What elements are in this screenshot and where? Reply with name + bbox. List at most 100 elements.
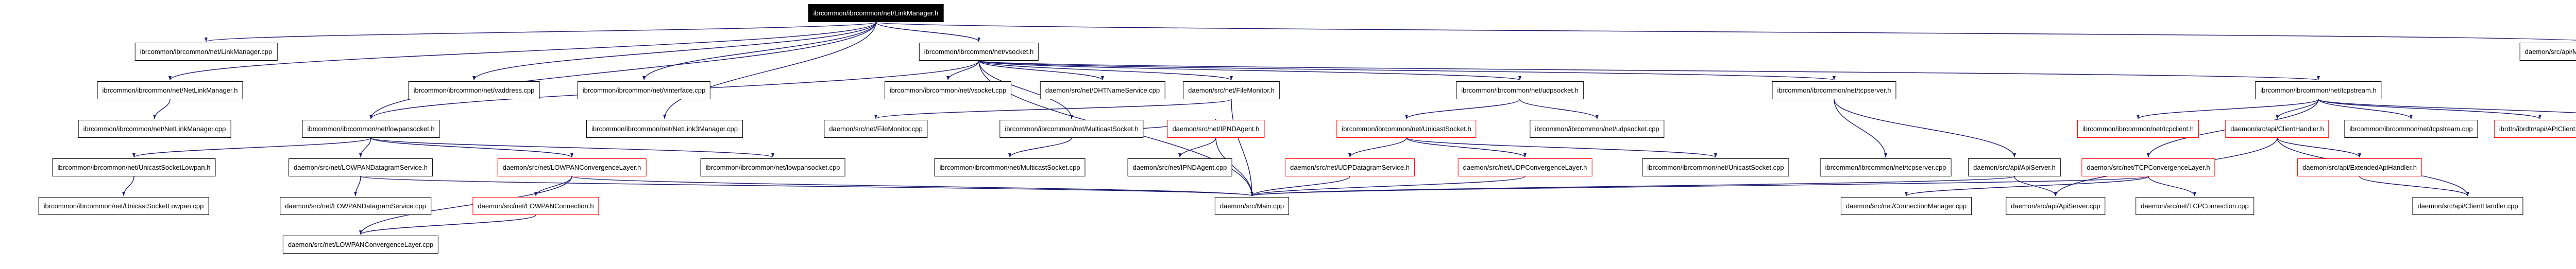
edge-tcpstr_h-to-tcpcli_h bbox=[2137, 99, 2319, 119]
edge-tcpconv_h-to-tcpconn_cpp bbox=[2148, 176, 2196, 196]
graph-node-ch_h[interactable]: daemon/src/api/ClientHandler.h bbox=[2225, 120, 2329, 138]
edge-tcpconv_h-to-connman_cpp bbox=[1905, 176, 2149, 196]
edge-udpds_h-to-main_cpp bbox=[1250, 176, 1350, 196]
edge-root-to-nlm_h bbox=[168, 22, 876, 81]
edge-lpcl_h-to-lpcl_cpp bbox=[359, 176, 572, 235]
edge-vsocket_h-to-tcpstr_h bbox=[978, 60, 2319, 81]
graph-node-ucsl_cpp[interactable]: ibrcommon/ibrcommon/net/UnicastSocketLow… bbox=[38, 197, 209, 215]
graph-node-nl3m_cpp[interactable]: ibrcommon/ibrcommon/net/NetLink3Manager.… bbox=[586, 120, 743, 138]
edge-lpcl_h-to-main_cpp bbox=[571, 176, 1253, 196]
graph-node-main_cpp[interactable]: daemon/src/Main.cpp bbox=[1214, 197, 1290, 215]
edge-vsocket_h-to-tcpsrv_h bbox=[978, 60, 1836, 81]
edge-lps_h-to-lpcl_h bbox=[370, 137, 573, 158]
graph-node-ipnd_h[interactable]: daemon/src/net/IPNDAgent.h bbox=[1167, 120, 1265, 138]
graph-node-vsocket_cpp[interactable]: ibrcommon/ibrcommon/net/vsocket.cpp bbox=[884, 81, 1012, 99]
graph-node-ucsl_h[interactable]: ibrcommon/ibrcommon/net/UnicastSocketLow… bbox=[52, 158, 216, 176]
edge-vsocket_h-to-udps_h bbox=[978, 60, 1521, 81]
edge-ucs_h-to-udpcl_h bbox=[1406, 137, 1527, 158]
graph-node-lm_cpp[interactable]: ibrcommon/ibrcommon/net/LinkManager.cpp bbox=[134, 43, 278, 61]
graph-node-vsocket_h[interactable]: ibrcommon/ibrcommon/net/vsocket.h bbox=[919, 43, 1039, 61]
graph-node-udpds_h[interactable]: daemon/src/net/UDPDatagramService.h bbox=[1285, 158, 1415, 176]
edge-fmon_h-to-fmon_cpp bbox=[874, 99, 1232, 119]
graph-node-tcpconv_h[interactable]: daemon/src/net/TCPConvergenceLayer.h bbox=[2081, 158, 2215, 176]
edge-ucs_h-to-udpds_h bbox=[1348, 137, 1407, 158]
graph-node-udps_cpp[interactable]: ibrcommon/ibrcommon/net/udpsocket.cpp bbox=[1530, 120, 1665, 138]
graph-node-tcpsrv_cpp[interactable]: ibrcommon/ibrcommon/net/tcpserver.cpp bbox=[1820, 158, 1952, 176]
graph-node-lpcl_h[interactable]: daemon/src/net/LOWPANConvergenceLayer.h bbox=[497, 158, 647, 176]
edge-root-to-vaddr_cpp bbox=[472, 22, 876, 81]
graph-node-tcpconn_cpp[interactable]: daemon/src/net/TCPConnection.cpp bbox=[2136, 197, 2254, 215]
graph-node-ipnd_cpp[interactable]: daemon/src/net/IPNDAgent.cpp bbox=[1127, 158, 1232, 176]
edge-mcs_h-to-mcs_cpp bbox=[1008, 137, 1072, 158]
graph-node-udps_h[interactable]: ibrcommon/ibrcommon/net/udpsocket.h bbox=[1456, 81, 1584, 99]
graph-node-ch_cpp[interactable]: daemon/src/api/ClientHandler.cpp bbox=[2412, 197, 2523, 215]
edge-vsocket_h-to-mcs_h bbox=[978, 60, 1073, 119]
graph-node-vaddr_cpp[interactable]: ibrcommon/ibrcommon/net/vaddress.cpp bbox=[408, 81, 540, 99]
graph-node-tcpsrv_h[interactable]: ibrcommon/ibrcommon/net/tcpserver.h bbox=[1772, 81, 1896, 99]
graph-node-vif_cpp[interactable]: ibrcommon/ibrcommon/net/vinterface.cpp bbox=[577, 81, 711, 99]
graph-node-ucs_cpp[interactable]: ibrcommon/ibrcommon/net/UnicastSocket.cp… bbox=[1642, 158, 1789, 176]
graph-node-lps_cpp[interactable]: ibrcommon/ibrcommon/net/lowpansocket.cpp bbox=[700, 158, 845, 176]
graph-node-lpds_h[interactable]: daemon/src/net/LOWPANDatagramService.h bbox=[289, 158, 433, 176]
graph-node-tcpcli_h[interactable]: ibrcommon/ibrcommon/net/tcpclient.h bbox=[2077, 120, 2199, 138]
edge-extapi_h-to-ch_cpp bbox=[2359, 176, 2469, 196]
edge-ucs_h-to-ucs_cpp bbox=[1406, 137, 1717, 158]
edge-vsocket_h-to-dht_cpp bbox=[978, 60, 1104, 81]
edge-udps_h-to-udps_cpp bbox=[1519, 99, 1599, 119]
graph-node-ucs_h[interactable]: ibrcommon/ibrcommon/net/UnicastSocket.h bbox=[1336, 120, 1477, 138]
edge-udps_h-to-ucs_h bbox=[1405, 99, 1520, 119]
graph-node-lpconn_h[interactable]: daemon/src/net/LOWPANConnection.h bbox=[472, 197, 599, 215]
edge-apisrv_h-to-main_cpp bbox=[1250, 176, 2015, 196]
graph-node-lpds_cpp[interactable]: daemon/src/net/LOWPANDatagramService.cpp bbox=[280, 197, 431, 215]
graph-node-mcs_h[interactable]: ibrcommon/ibrcommon/net/MulticastSocket.… bbox=[999, 120, 1144, 138]
edge-ipnd_h-to-main_cpp bbox=[1215, 137, 1253, 196]
graph-node-udpcl_h[interactable]: daemon/src/net/UDPConvergenceLayer.h bbox=[1458, 158, 1592, 176]
edge-ucsl_h-to-ucsl_cpp bbox=[122, 176, 134, 196]
graph-node-tcpstr_cpp[interactable]: ibrcommon/ibrcommon/net/tcpstream.cpp bbox=[2344, 120, 2478, 138]
graph-node-connman_cpp[interactable]: daemon/src/net/ConnectionManager.cpp bbox=[1840, 197, 1972, 215]
graph-node-dht_cpp[interactable]: daemon/src/net/DHTNameService.cpp bbox=[1040, 81, 1165, 99]
graph-node-apisrv_h[interactable]: daemon/src/api/ApiServer.h bbox=[1968, 158, 2061, 176]
edge-tcpstr_h-to-apicli_h bbox=[2318, 99, 2541, 119]
edge-tcpconv_h-to-main_cpp bbox=[1250, 176, 2149, 196]
edge-vsocket_h-to-vsocket_cpp bbox=[946, 60, 979, 81]
edge-udpcl_h-to-main_cpp bbox=[1250, 176, 1526, 196]
edge-tcpsrv_h-to-apisrv_h bbox=[1834, 99, 2016, 158]
edge-tcpstr_h-to-cli_h bbox=[2318, 99, 2576, 113]
edge-fmon_h-to-main_cpp bbox=[1231, 99, 1253, 196]
graph-node-root: ibrcommon/ibrcommon/net/LinkManager.h bbox=[808, 4, 944, 22]
edge-ch_h-to-extapi_h bbox=[2277, 137, 2361, 158]
graph-node-mcs_cpp[interactable]: ibrcommon/ibrcommon/net/MulticastSocket.… bbox=[934, 158, 1086, 176]
edge-tcpstr_h-to-ch_h bbox=[2276, 99, 2319, 119]
graph-node-fmon_h[interactable]: daemon/src/net/FileMonitor.h bbox=[1183, 81, 1280, 99]
graph-node-mgmtconn_cpp[interactable]: daemon/src/api/ManagementConnection.cpp bbox=[2519, 43, 2576, 61]
graph-node-lpcl_cpp[interactable]: daemon/src/net/LOWPANConvergenceLayer.cp… bbox=[282, 236, 439, 254]
edge-lpcl_h-to-lpconn_h bbox=[534, 176, 572, 196]
edge-root-to-vif_cpp bbox=[642, 22, 876, 81]
edge-root-to-lm_cpp bbox=[205, 22, 876, 42]
graph-node-tcpstr_h[interactable]: ibrcommon/ibrcommon/net/tcpstream.h bbox=[2255, 81, 2382, 99]
edge-tcpstr_h-to-tcpstr_cpp bbox=[2318, 99, 2413, 119]
edge-nlm_h-to-nlm_cpp bbox=[153, 99, 171, 119]
graph-node-lps_h[interactable]: ibrcommon/ibrcommon/net/lowpansocket.h bbox=[302, 120, 440, 138]
edge-lps_h-to-ucsl_h bbox=[132, 137, 371, 158]
edge-root-to-nl3m_cpp bbox=[663, 22, 876, 119]
edge-root-to-lps_h bbox=[369, 22, 876, 119]
graph-node-nlm_h[interactable]: ibrcommon/ibrcommon/net/NetLinkManager.h bbox=[97, 81, 243, 99]
edge-lpds_h-to-main_cpp bbox=[360, 176, 1253, 196]
graph-node-apisrv_cpp[interactable]: daemon/src/api/ApiServer.cpp bbox=[2006, 197, 2106, 215]
edge-vsocket_h-to-fmon_h bbox=[978, 60, 1233, 81]
graph-node-extapi_h[interactable]: daemon/src/api/ExtendedApiHandler.h bbox=[2297, 158, 2422, 176]
graph-node-nlm_cpp[interactable]: ibrcommon/ibrcommon/net/NetLinkManager.c… bbox=[78, 120, 231, 138]
edge-root-to-mgmtconn_cpp bbox=[875, 22, 2576, 41]
graph-node-apicli_h[interactable]: ibrdtn/ibrdtn/api/APIClient.h bbox=[2494, 120, 2576, 138]
edge-ipnd_h-to-ipnd_cpp bbox=[1178, 137, 1216, 158]
edge-lps_h-to-lpds_h bbox=[359, 137, 371, 158]
graph-node-fmon_cpp[interactable]: daemon/src/net/FileMonitor.cpp bbox=[824, 120, 928, 138]
edge-lpconn_h-to-lpcl_cpp bbox=[359, 214, 536, 235]
edge-lps_h-to-lps_cpp bbox=[370, 137, 774, 158]
edge-lpds_h-to-lpds_cpp bbox=[354, 176, 361, 196]
edge-root-to-vsocket_h bbox=[875, 22, 980, 42]
